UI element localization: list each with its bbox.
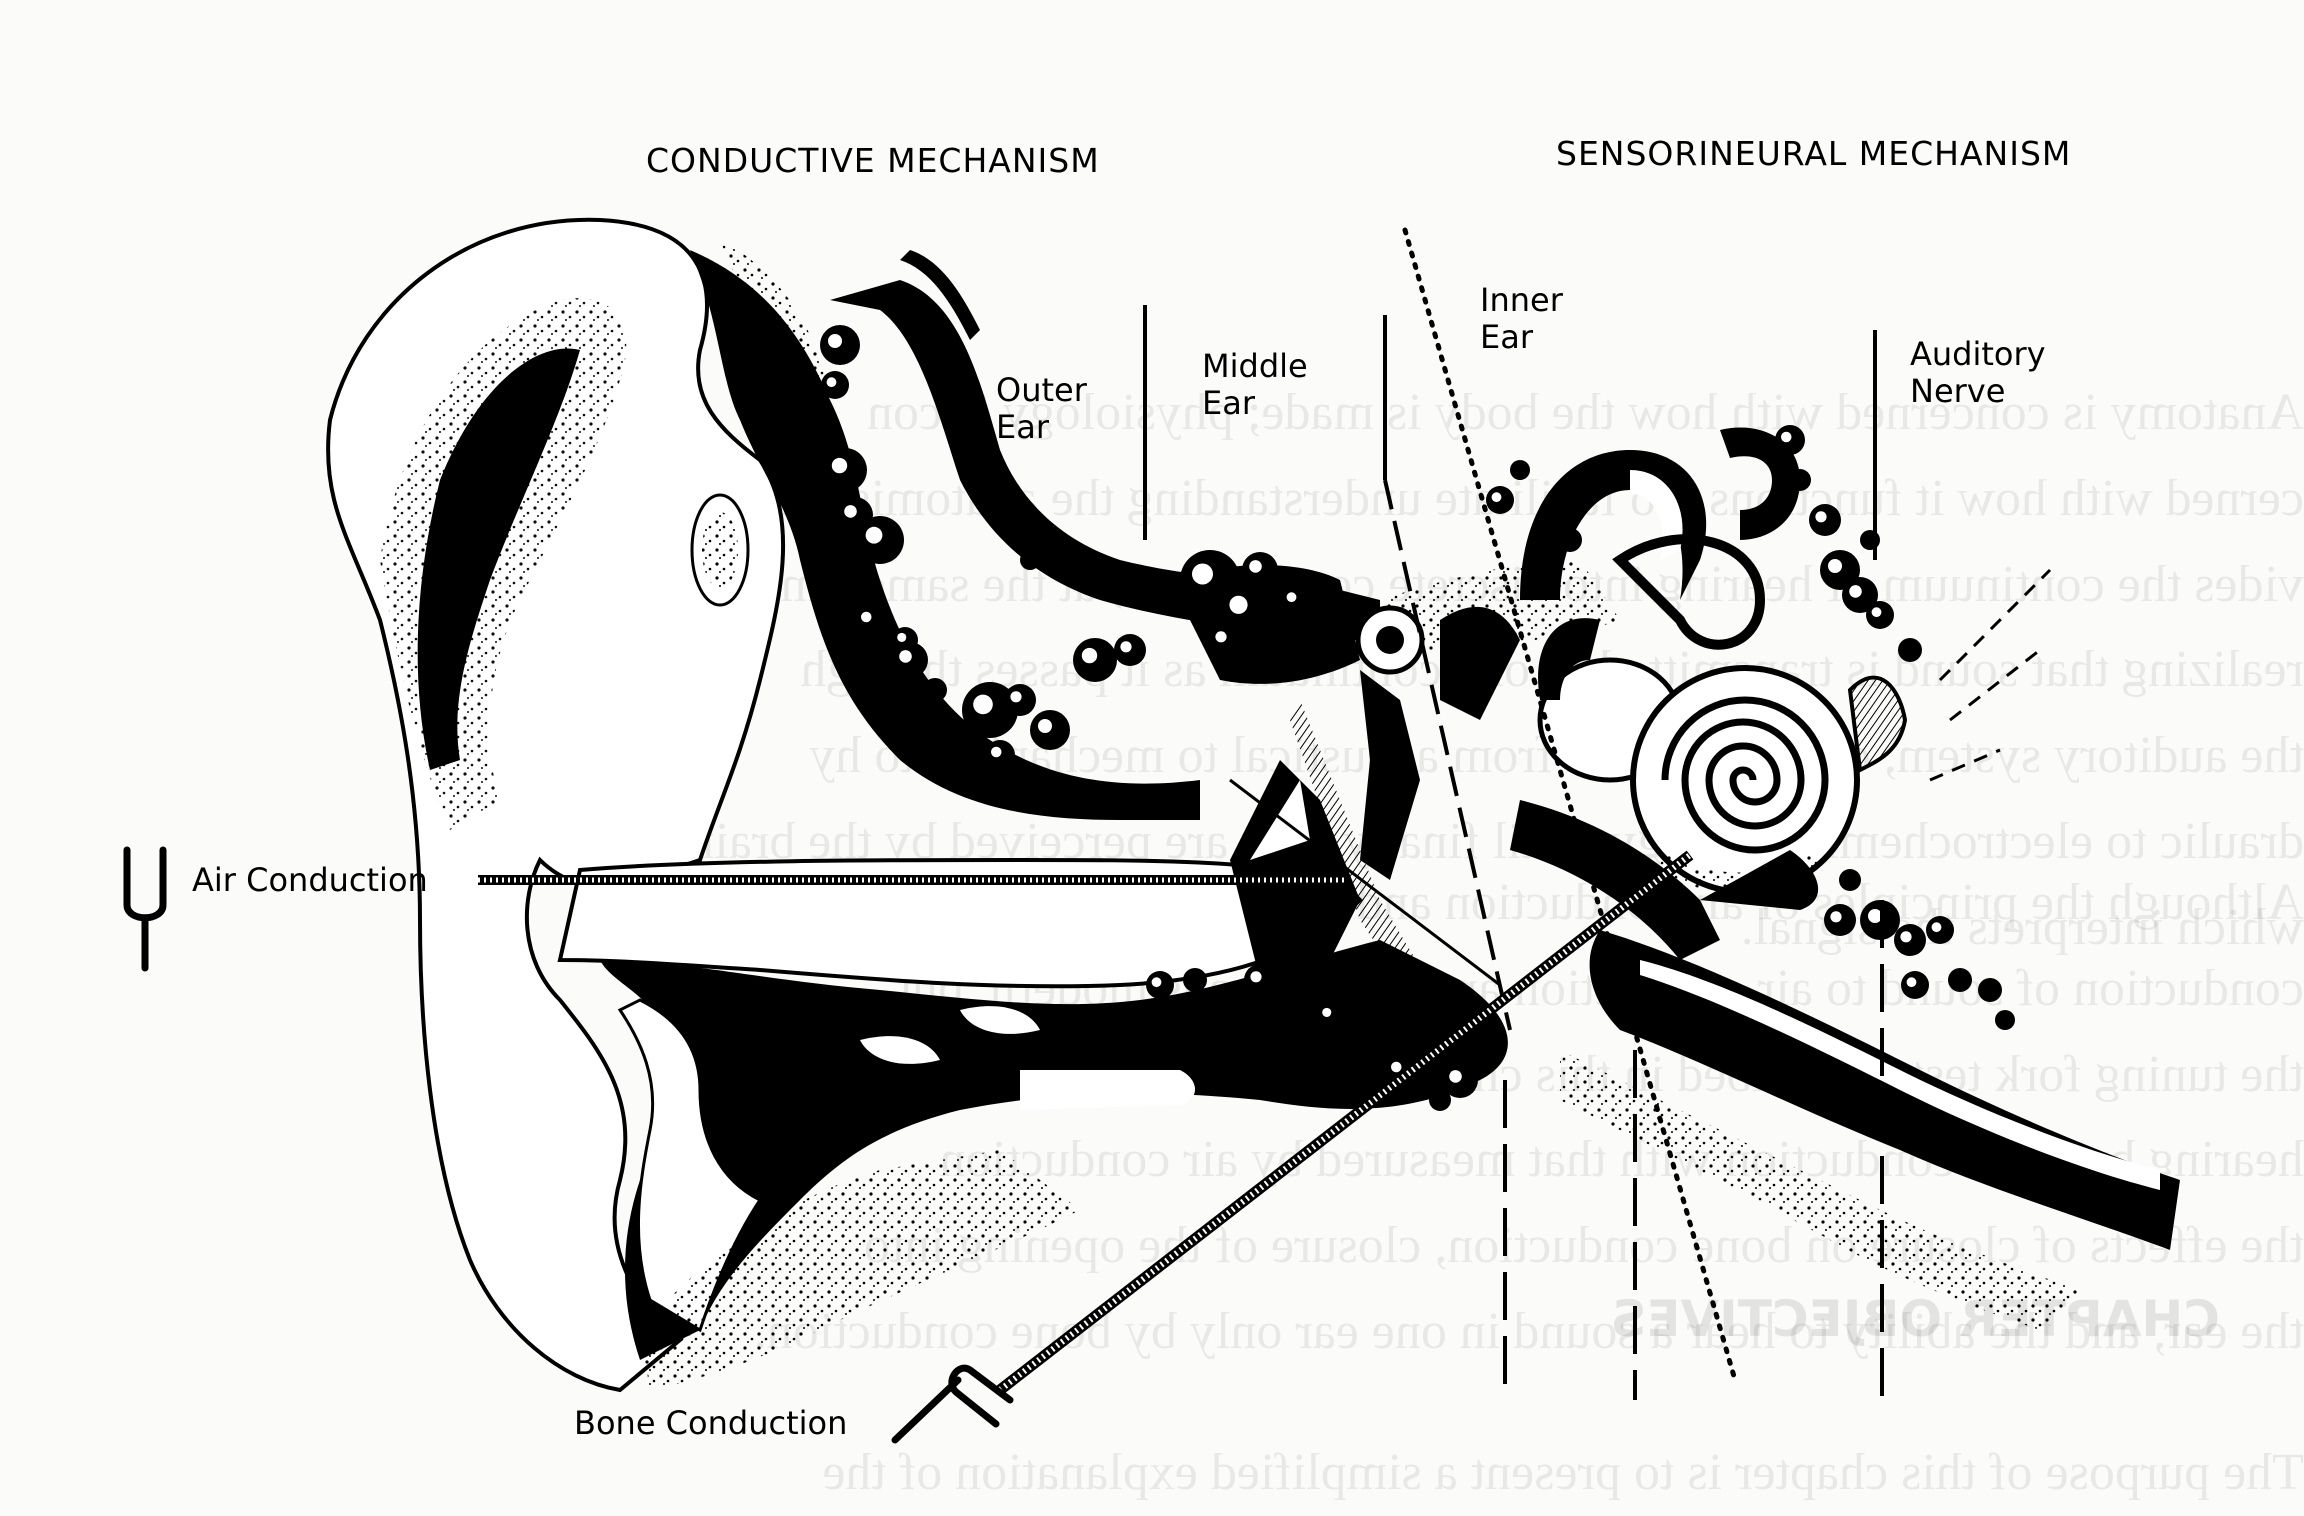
cell-blob-highlight bbox=[1871, 607, 1882, 618]
cell-blob bbox=[1183, 968, 1207, 992]
cell-blob bbox=[1948, 968, 1972, 992]
cell-blob-highlight bbox=[1120, 641, 1132, 653]
cell-blob-highlight bbox=[1038, 719, 1052, 733]
cell-blob-highlight bbox=[897, 632, 907, 642]
region-dividers bbox=[1143, 227, 1884, 1400]
cell-blob-highlight bbox=[1286, 592, 1297, 603]
cell-blob-highlight bbox=[1849, 585, 1862, 598]
conductive-anatomy bbox=[557, 240, 1620, 1390]
cell-blob-highlight bbox=[1250, 971, 1262, 983]
cell-blob-highlight bbox=[828, 334, 842, 348]
bone-conduction-path bbox=[996, 850, 1694, 1395]
cell-blob-highlight bbox=[1491, 492, 1502, 503]
pinna bbox=[326, 217, 786, 1393]
cell-blob-highlight bbox=[899, 650, 912, 663]
cell-blob-highlight bbox=[1151, 977, 1162, 988]
label-auditory-nerve: Auditory Nerve bbox=[1910, 335, 2046, 410]
cell-blob-highlight bbox=[1449, 1070, 1462, 1083]
label-air-conduction: Air Conduction bbox=[192, 861, 428, 899]
divider-dashed-diag bbox=[1383, 479, 1512, 1031]
heading-conductive-mechanism: CONDUCTIVE MECHANISM bbox=[646, 141, 1100, 180]
cell-blob-highlight bbox=[1192, 563, 1213, 585]
heading-sensorineural-mechanism: SENSORINEURAL MECHANISM bbox=[1556, 134, 2072, 173]
cell-blob bbox=[1839, 869, 1861, 891]
cell-blob-highlight bbox=[991, 746, 1002, 758]
cell-blob-highlight bbox=[1781, 431, 1792, 443]
cell-blob bbox=[1789, 469, 1811, 491]
cell-blob-highlight bbox=[1215, 631, 1227, 643]
cell-blob-highlight bbox=[1249, 560, 1262, 573]
ear-anatomy-diagram bbox=[123, 217, 2180, 1444]
air-conduction-path bbox=[478, 778, 1501, 987]
cell-blob bbox=[1278, 978, 1302, 1002]
cell-blob-highlight bbox=[973, 694, 993, 715]
cell-blob-highlight bbox=[1081, 647, 1098, 664]
label-middle-ear: Middle Ear bbox=[1202, 347, 1308, 422]
cell-blob bbox=[923, 678, 947, 702]
cell-blob bbox=[1510, 460, 1530, 480]
cell-blob bbox=[1468, 1048, 1492, 1072]
cell-blob-highlight bbox=[861, 611, 872, 623]
cell-blob-highlight bbox=[1322, 1007, 1332, 1017]
cell-blob-highlight bbox=[831, 457, 848, 474]
cell-blob-highlight bbox=[1815, 511, 1827, 523]
cell-blob bbox=[1052, 537, 1068, 553]
cell-blob bbox=[1308, 583, 1332, 607]
label-bone-conduction: Bone Conduction bbox=[574, 1404, 848, 1442]
cell-blob-highlight bbox=[1868, 909, 1882, 923]
cochlea bbox=[1630, 665, 1860, 895]
cell-blob-highlight bbox=[1830, 911, 1842, 923]
bone-tuning-fork-icon bbox=[891, 1364, 1014, 1444]
air-tuning-fork-icon bbox=[123, 846, 167, 972]
label-inner-ear: Inner Ear bbox=[1480, 281, 1563, 356]
cell-blob bbox=[1348, 988, 1372, 1012]
cell-blob-highlight bbox=[1900, 931, 1912, 943]
cell-blob-highlight bbox=[1010, 691, 1022, 703]
cell-blobs bbox=[820, 325, 2015, 1111]
cell-blob-highlight bbox=[1229, 595, 1248, 614]
cell-blob bbox=[1558, 528, 1582, 552]
cell-blob-highlight bbox=[1391, 1061, 1402, 1073]
cell-blob bbox=[1995, 1010, 2015, 1030]
cell-blob bbox=[1898, 638, 1922, 662]
cell-blob-highlight bbox=[844, 505, 857, 518]
cell-blob bbox=[1429, 1089, 1451, 1111]
cell-blob-highlight bbox=[1906, 977, 1917, 988]
cell-blob-highlight bbox=[865, 526, 883, 544]
cell-blob bbox=[1978, 978, 2002, 1002]
divider-dotted-diag bbox=[1402, 227, 1738, 1383]
label-outer-ear: Outer Ear bbox=[996, 371, 1087, 446]
cell-blob-highlight bbox=[1931, 922, 1942, 933]
auditory-nerve bbox=[1560, 568, 2180, 1330]
cell-blob-highlight bbox=[1828, 559, 1842, 573]
cell-blob bbox=[1020, 550, 1040, 570]
cell-blob-highlight bbox=[826, 377, 837, 388]
inner-ear-structures bbox=[1510, 427, 1860, 960]
